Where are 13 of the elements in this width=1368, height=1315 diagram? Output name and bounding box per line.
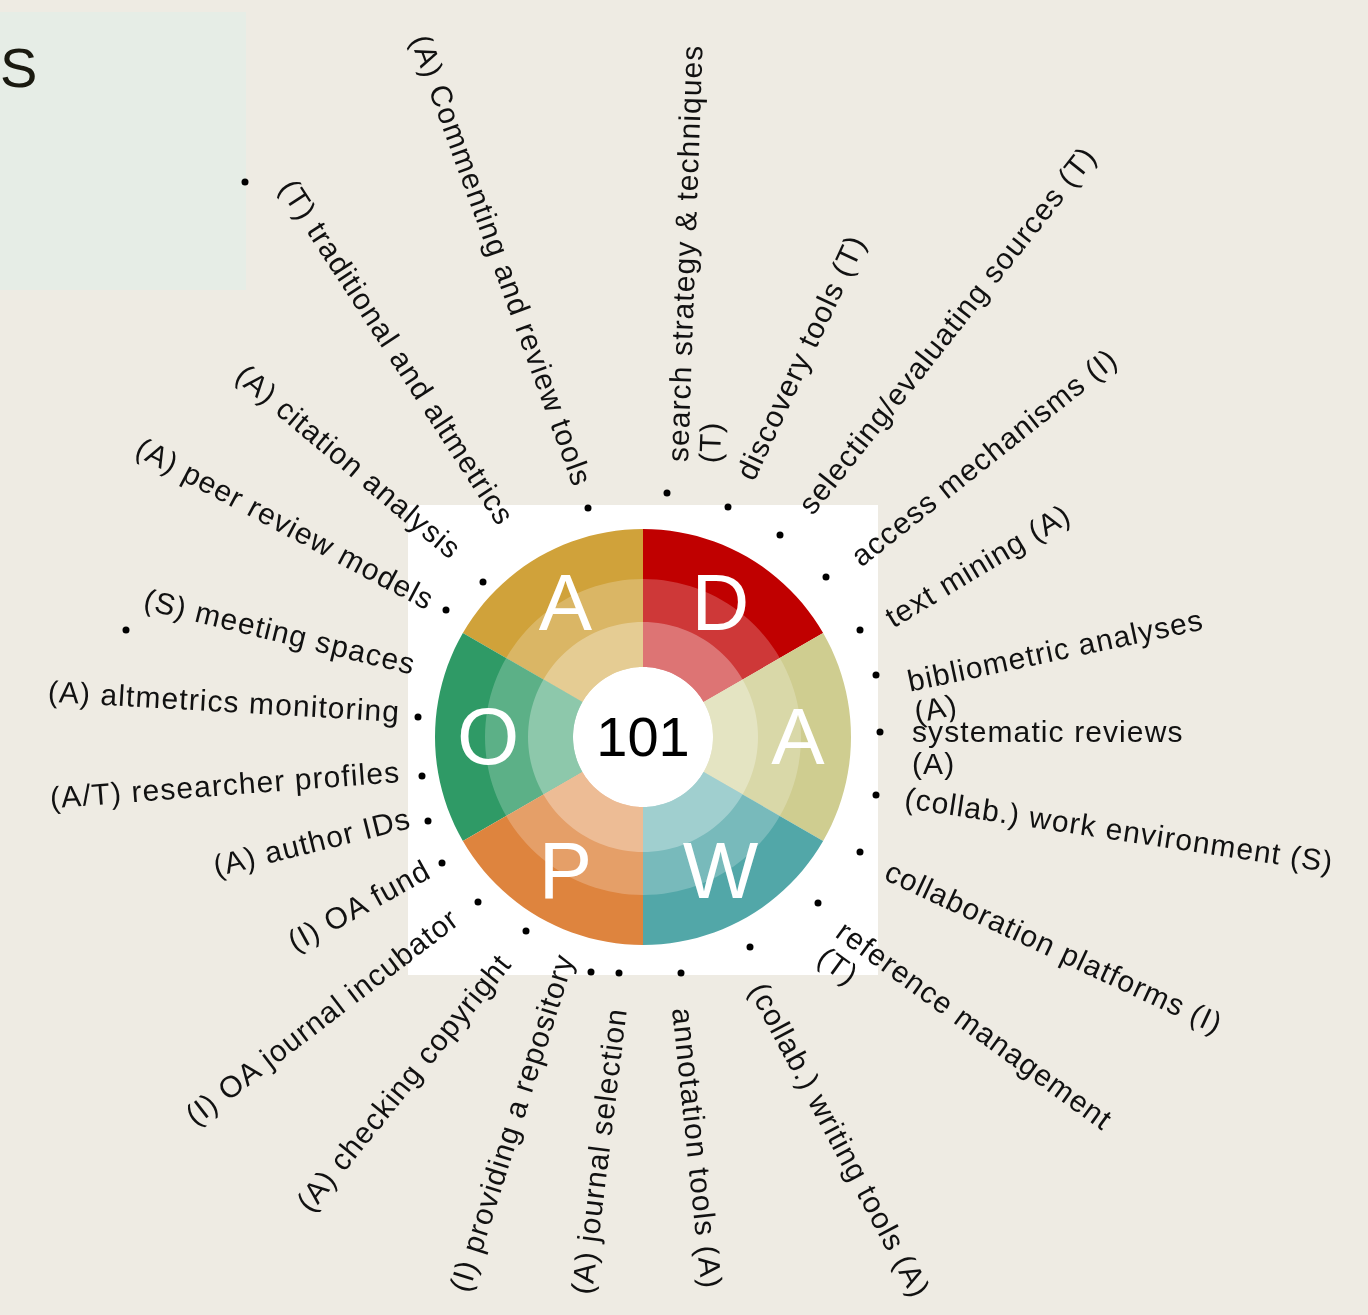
sector-letter: W	[682, 831, 759, 912]
topic-label: (A/T) researcher profiles	[48, 756, 402, 815]
topic-label: search strategy & techniques (T)	[662, 42, 729, 464]
center-number: 101	[593, 707, 693, 767]
sector-letter: D	[691, 562, 750, 643]
topic-label: (A) journal selection	[566, 1006, 633, 1297]
panel-letter: S	[0, 38, 38, 98]
topic-label: annotation tools (A)	[666, 1006, 728, 1291]
sector-letter: O	[456, 697, 520, 777]
sector-letter: A	[538, 562, 593, 643]
sector-letter: P	[538, 831, 593, 912]
sector-letter: A	[771, 697, 825, 777]
topic-label: (A) altmetrics monitoring	[47, 675, 401, 728]
